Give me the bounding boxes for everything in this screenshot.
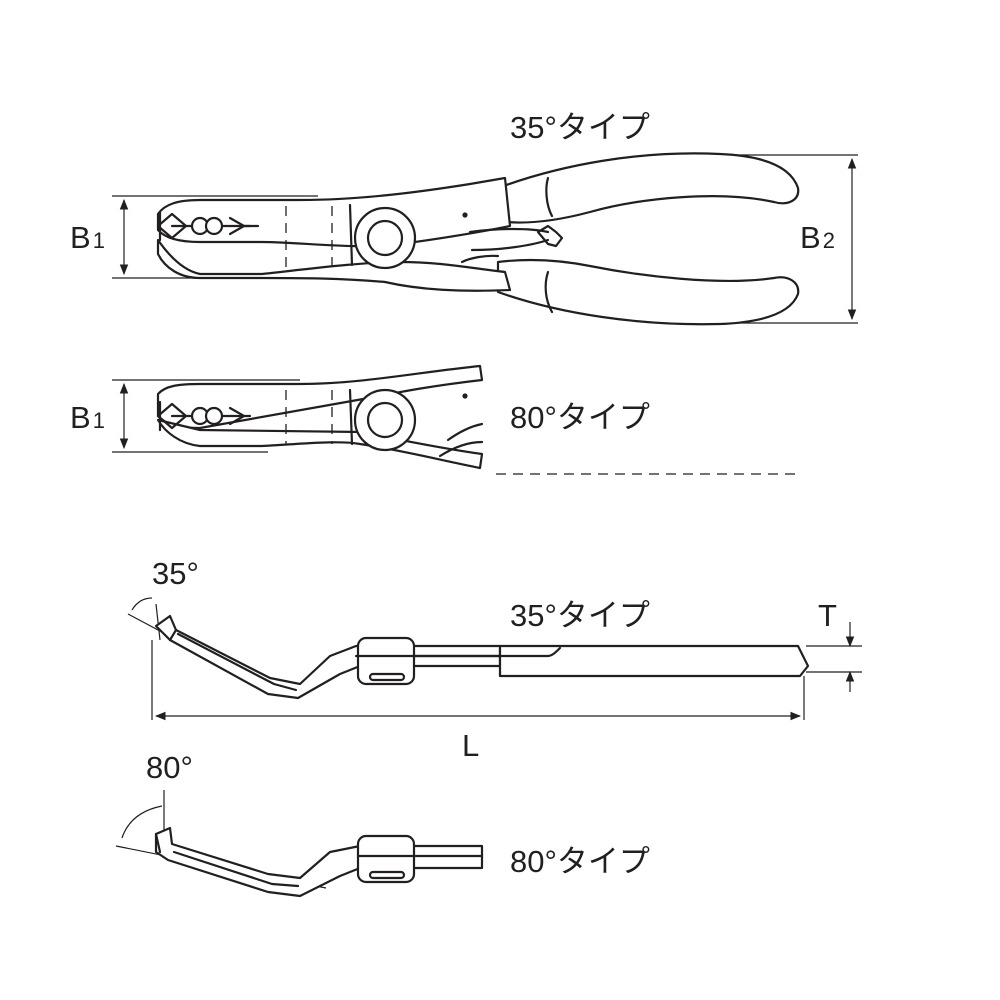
t-label: T	[818, 598, 837, 633]
b2-label: B2	[800, 220, 835, 255]
plier-side-view-35	[127, 597, 862, 721]
plier-top-view-80	[112, 364, 800, 475]
l-label: L	[462, 728, 479, 763]
mid-type-label: 80°タイプ	[510, 400, 650, 435]
side80-type-label: 80°タイプ	[510, 844, 650, 879]
angle35-label: 35°	[152, 556, 199, 591]
b1-top-label: B1	[70, 220, 105, 255]
plier-side-view-80	[115, 790, 484, 898]
plier-top-view-35	[112, 152, 858, 326]
side35-type-label: 35°タイプ	[510, 598, 650, 633]
angle80-label: 80°	[146, 750, 193, 785]
b1-mid-label: B1	[70, 400, 105, 435]
top-type-label: 35°タイプ	[510, 110, 650, 145]
